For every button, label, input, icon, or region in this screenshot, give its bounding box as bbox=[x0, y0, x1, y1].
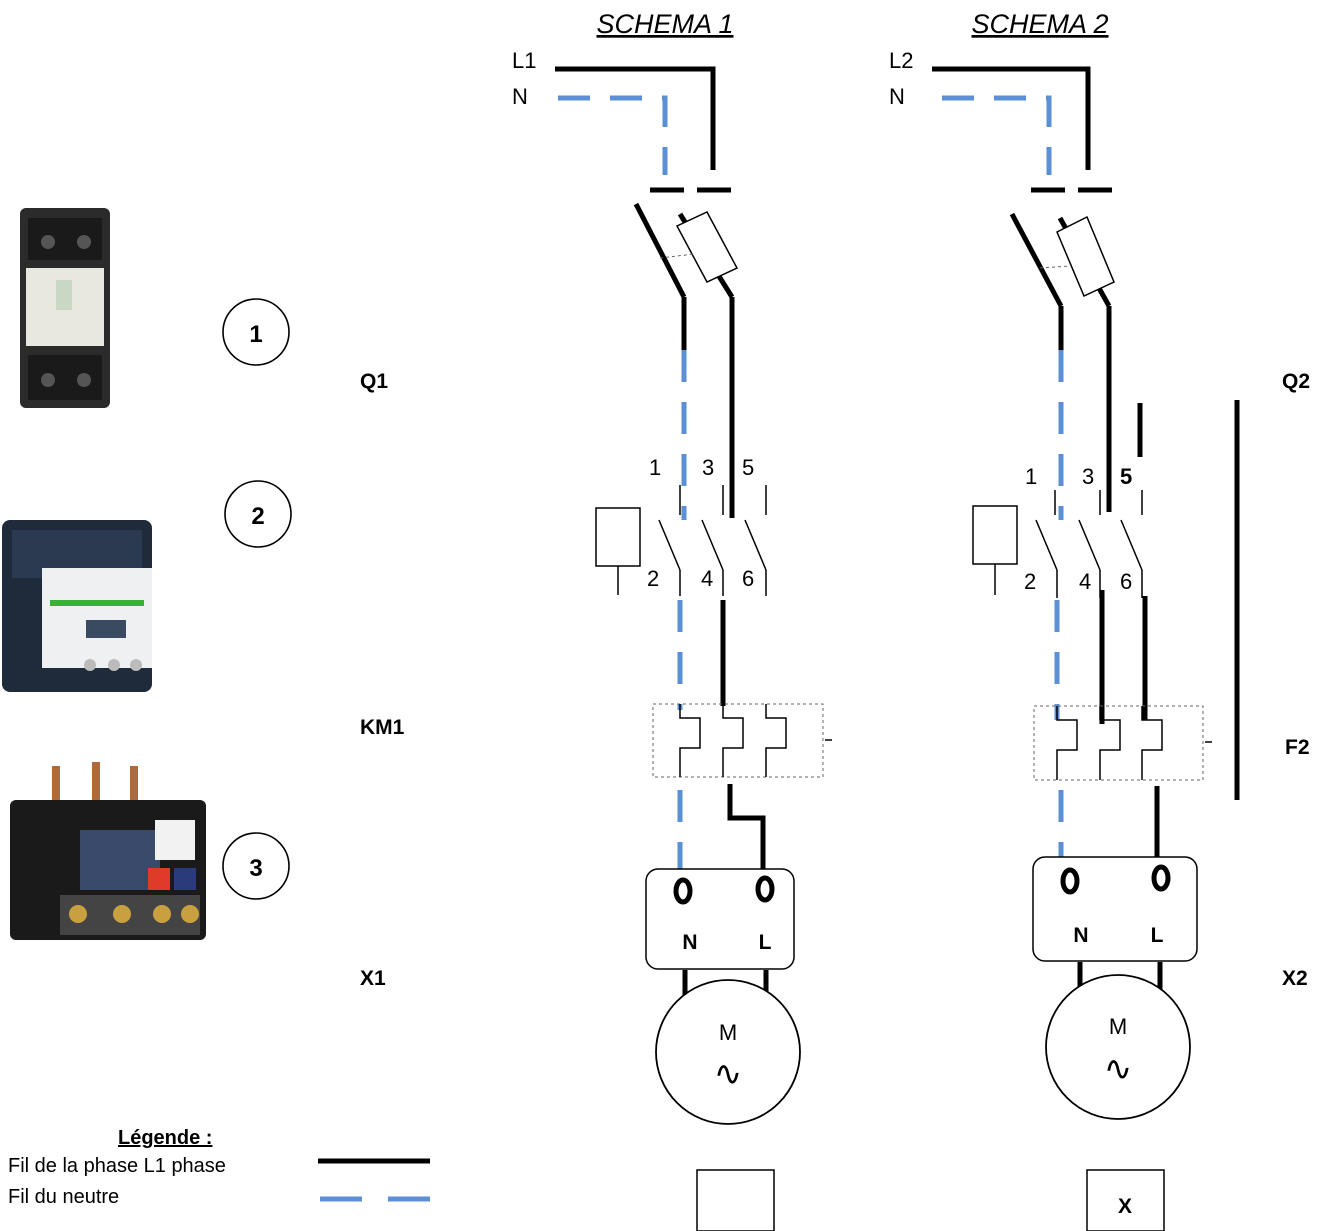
legend: Légende : Fil de la phase L1 phase Fil d… bbox=[8, 1127, 430, 1208]
badge-number-3: 3 bbox=[249, 855, 262, 882]
schema-1-plug-l: L bbox=[759, 931, 772, 954]
schema-1-plug-n: N bbox=[682, 931, 697, 954]
number-badge-3: 3 bbox=[222, 832, 290, 900]
schema-2-coil bbox=[972, 505, 1018, 565]
schema-2-neutral-supply-wire bbox=[942, 95, 1052, 175]
schema-2-motor-symbol: ∿ bbox=[1104, 1050, 1133, 1088]
schema-1-contact-6: 6 bbox=[742, 566, 754, 591]
schema-1-contact-1: 1 bbox=[649, 455, 661, 480]
thermal-relay-icon bbox=[10, 762, 206, 940]
label-f2: F2 bbox=[1285, 736, 1310, 759]
schema-2-phase-label: L2 bbox=[889, 48, 913, 73]
legend-item-neutral: Fil du neutre bbox=[8, 1186, 119, 1208]
badge-number-1: 1 bbox=[249, 321, 262, 348]
number-badge-2: 2 bbox=[224, 480, 292, 548]
schema-1-fuse-disconnector bbox=[633, 202, 739, 518]
fuse-disconnector-icon bbox=[20, 208, 110, 408]
schema-2-neutral-label: N bbox=[889, 84, 905, 109]
label-x1: X1 bbox=[360, 967, 386, 990]
schema-2-checkbox-mark: X bbox=[1118, 1195, 1132, 1218]
schema-1-neutral-label: N bbox=[512, 84, 528, 109]
label-km1: KM1 bbox=[360, 716, 405, 739]
label-q1: Q1 bbox=[360, 370, 388, 393]
schema-2-contact-6: 6 bbox=[1120, 569, 1132, 594]
schema-2-contact-1: 1 bbox=[1025, 464, 1037, 489]
schema-2-title: SCHEMA 2 bbox=[971, 9, 1108, 39]
schema-1-contact-4: 4 bbox=[701, 566, 713, 591]
schema-1-phase-supply-wire bbox=[555, 66, 716, 170]
schema-2-plug: N L bbox=[1032, 856, 1198, 992]
label-x2: X2 bbox=[1282, 967, 1308, 990]
schema-1-neutral-supply-wire bbox=[558, 95, 668, 175]
schema-1-phase-wire-c bbox=[727, 784, 766, 870]
number-badge-1: 1 bbox=[222, 298, 290, 366]
badge-number-2: 2 bbox=[251, 503, 264, 530]
contactor-icon bbox=[2, 520, 152, 692]
schema-2-checkbox[interactable] bbox=[1086, 1169, 1165, 1231]
schema-1-motor-symbol: ∿ bbox=[714, 1055, 743, 1093]
schema-2-contactor: 1 3 5 2 4 6 bbox=[972, 464, 1143, 598]
schema-2-fuse-disconnector bbox=[1009, 212, 1115, 512]
schema-2-contact-4: 4 bbox=[1079, 569, 1091, 594]
legend-item-phase: Fil de la phase L1 phase bbox=[8, 1155, 226, 1177]
schema-2-contact-2: 2 bbox=[1024, 569, 1036, 594]
schema-1-motor: M ∿ bbox=[655, 979, 801, 1125]
schema-1-phase-label: L1 bbox=[512, 48, 536, 73]
schema-2-plug-n: N bbox=[1073, 924, 1088, 947]
label-q2: Q2 bbox=[1282, 370, 1310, 393]
schema-2: SCHEMA 2 L2 N 1 3 5 2 4 6 bbox=[889, 9, 1240, 1231]
schema-1-checkbox[interactable] bbox=[696, 1169, 775, 1231]
schema-2-thermal-relay bbox=[1033, 705, 1212, 781]
schema-1-contact-5: 5 bbox=[742, 455, 754, 480]
schema-2-motor: M ∿ bbox=[1045, 974, 1191, 1120]
schema-1-contactor: 1 3 5 2 4 6 bbox=[595, 455, 767, 596]
schema-1-contact-2: 2 bbox=[647, 566, 659, 591]
schema-2-contact-3: 3 bbox=[1082, 464, 1094, 489]
schema-1-motor-label: M bbox=[719, 1020, 737, 1045]
schema-1-thermal-relay bbox=[652, 703, 832, 778]
schema-1-coil bbox=[595, 507, 641, 567]
schema-2-contact-5: 5 bbox=[1120, 464, 1132, 489]
schema-1-title: SCHEMA 1 bbox=[596, 9, 733, 39]
schema-2-motor-label: M bbox=[1109, 1014, 1127, 1039]
schema-2-phase-supply-wire bbox=[932, 66, 1091, 170]
schema-2-plug-l: L bbox=[1151, 924, 1164, 947]
schema-1-contact-3: 3 bbox=[702, 455, 714, 480]
legend-title: Légende : bbox=[118, 1127, 212, 1149]
schema-1: SCHEMA 1 L1 N 1 3 5 2 4 6 bbox=[512, 9, 832, 1231]
